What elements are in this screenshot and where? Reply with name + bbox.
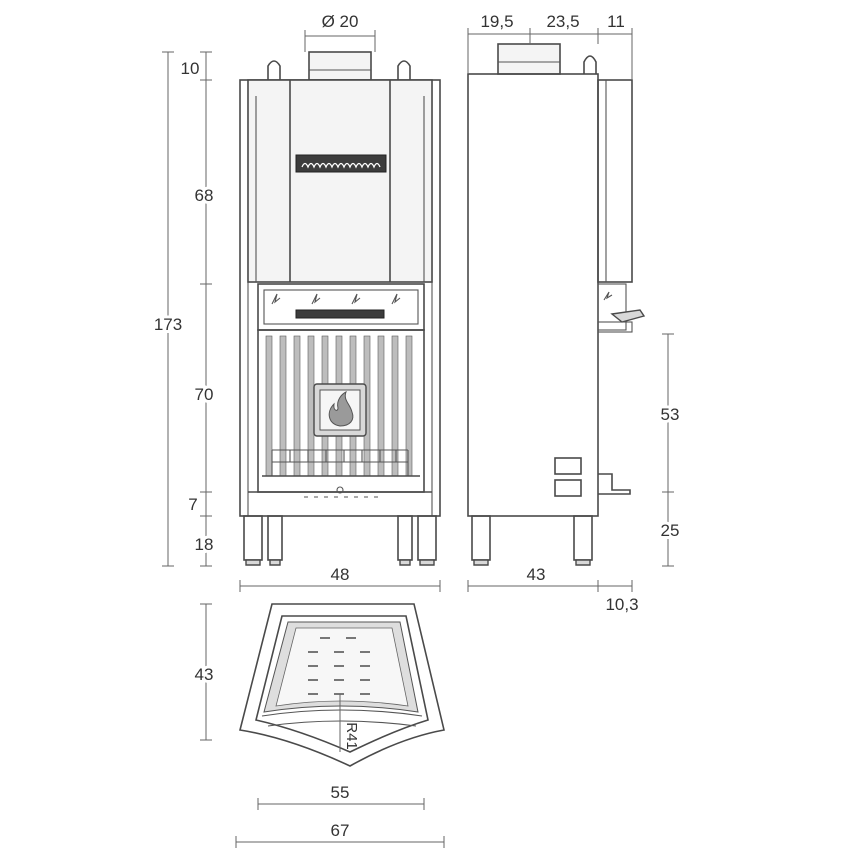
dim-side-depth: 43 xyxy=(527,565,546,584)
front-view xyxy=(239,51,441,566)
dim-side-upper: 53 xyxy=(661,405,680,424)
dim-plan-inner-width: 55 xyxy=(331,783,350,802)
dimension-labels: Ø 20 19,5 23,5 11 173 10 68 70 7 18 53 2… xyxy=(151,12,683,840)
dim-side-top-c: 11 xyxy=(607,12,625,31)
side-leg-front xyxy=(471,515,491,561)
dim-side-lower: 25 xyxy=(661,521,680,540)
side-door-handle xyxy=(610,309,646,323)
front-leg-left-outer xyxy=(243,515,263,561)
plan-inner-outline xyxy=(255,615,429,753)
side-leg-back xyxy=(573,515,593,561)
front-flue-collar xyxy=(308,51,372,81)
dim-front-top-offset: 10 xyxy=(181,59,200,78)
side-control-upper xyxy=(554,457,582,475)
plan-view xyxy=(239,603,445,767)
dim-front-height-total: 173 xyxy=(154,315,182,334)
side-control-lower xyxy=(554,479,582,497)
brand-plate-mark xyxy=(301,162,381,169)
dim-front-width: 48 xyxy=(331,565,350,584)
dim-front-base: 7 xyxy=(188,495,197,514)
dim-plan-radius: R41 xyxy=(343,722,360,750)
dim-front-legs: 18 xyxy=(195,535,214,554)
side-hood-projection xyxy=(597,79,633,283)
dim-side-top-b: 23,5 xyxy=(546,12,579,31)
front-door-handle xyxy=(295,309,385,319)
plan-vents xyxy=(308,637,370,695)
front-door-frame xyxy=(257,283,425,331)
plan-outer-outline xyxy=(239,603,445,767)
front-leg-left-inner xyxy=(267,515,283,561)
dim-flue-diameter: Ø 20 xyxy=(322,12,359,31)
front-leg-right-outer xyxy=(417,515,437,561)
flame-icon xyxy=(328,390,354,427)
front-hook-right xyxy=(397,60,411,80)
dim-plan-outer-width: 67 xyxy=(331,821,350,840)
dimension-lines xyxy=(162,28,674,848)
side-hook xyxy=(583,55,597,74)
side-flue-collar xyxy=(497,43,561,75)
front-hood xyxy=(247,79,433,283)
dim-side-top-a: 19,5 xyxy=(480,12,513,31)
dim-front-firebox: 70 xyxy=(195,385,214,404)
front-grate xyxy=(262,449,420,477)
side-view xyxy=(467,43,646,566)
dim-plan-depth: 43 xyxy=(195,665,214,684)
side-body xyxy=(467,73,599,517)
side-ash-lever xyxy=(598,473,631,495)
front-leg-right-inner xyxy=(397,515,413,561)
dim-side-extra: 10,3 xyxy=(605,595,638,614)
dim-front-hood: 68 xyxy=(195,186,214,205)
front-hook-left xyxy=(267,60,281,80)
